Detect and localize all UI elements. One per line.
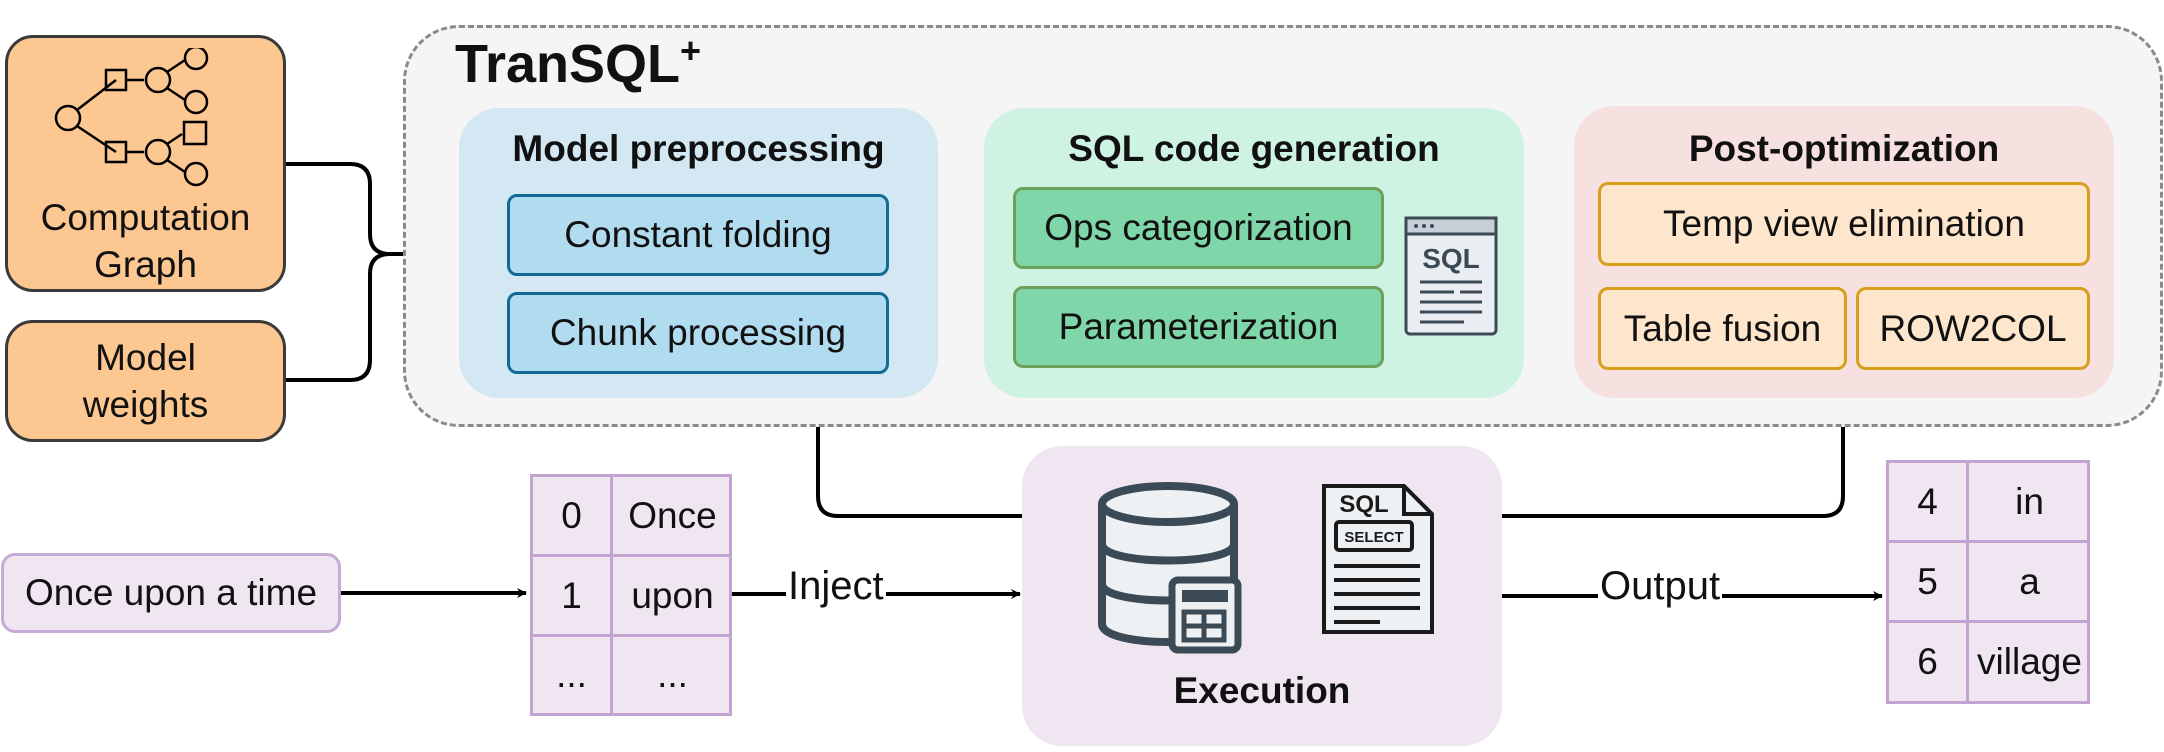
sql-window-icon: SQL (1404, 216, 1498, 336)
prompt-input: Once upon a time (1, 553, 341, 633)
table-cell: in (1969, 463, 2090, 543)
computation-graph-node: Computation Graph (5, 35, 286, 292)
model-preprocessing-title: Model preprocessing (512, 128, 885, 169)
chunk-processing-step: Chunk processing (507, 292, 889, 374)
table-cell: 0 (533, 477, 613, 557)
weights-to-transql-connector (286, 252, 391, 382)
table-cell: 4 (1889, 463, 1969, 543)
sql-window-label: SQL (1422, 243, 1480, 274)
sql-code-generation-title: SQL code generation (1068, 128, 1440, 169)
computation-graph-label: Computation Graph (40, 196, 251, 285)
ops-categorization-step: Ops categorization (1013, 187, 1384, 269)
model-weights-node: Model weights (5, 320, 286, 442)
output-token-table: 4 in 5 a 6 village (1886, 460, 2090, 704)
system-title-superscript: + (680, 30, 702, 71)
graph-icon (54, 48, 209, 187)
table-cell: 6 (1889, 623, 1969, 701)
input-token-table: 0 Once 1 upon ... ... (530, 474, 732, 716)
constant-folding-step: Constant folding (507, 194, 889, 276)
sql-code-generation-stage: SQL code generation Ops categorization P… (984, 108, 1524, 398)
table-fusion-step: Table fusion (1598, 287, 1847, 370)
table-cell: ... (533, 637, 613, 713)
sql-select-file-icon: SQL SELECT (1322, 484, 1434, 634)
table-cell: Once (613, 477, 732, 557)
output-label: Output (1598, 564, 1723, 609)
parameterization-step: Parameterization (1013, 286, 1384, 368)
table-cell: a (1969, 543, 2090, 623)
table-cell: 5 (1889, 543, 1969, 623)
execution-node: SQL SELECT Execution (1022, 446, 1502, 746)
post-optimization-title: Post-optimization (1688, 128, 2000, 169)
sql-file-title: SQL (1339, 491, 1388, 518)
database-calculator-icon (1098, 482, 1242, 654)
sql-file-badge: SELECT (1344, 529, 1403, 546)
system-title: TranSQL+ (455, 30, 701, 95)
system-title-text: TranSQL (455, 34, 681, 94)
post-optimization-stage: Post-optimization Temp view elimination … (1574, 106, 2114, 398)
model-preprocessing-stage: Model preprocessing Constant folding Chu… (459, 108, 938, 398)
table-cell: village (1977, 641, 2082, 682)
execution-title: Execution (1173, 670, 1351, 711)
row2col-step: ROW2COL (1856, 287, 2090, 370)
table-cell: 1 (533, 557, 613, 637)
temp-view-elimination-step: Temp view elimination (1598, 182, 2090, 266)
inject-label: Inject (786, 564, 886, 609)
table-cell: upon (613, 557, 732, 637)
table-cell: ... (657, 654, 688, 695)
